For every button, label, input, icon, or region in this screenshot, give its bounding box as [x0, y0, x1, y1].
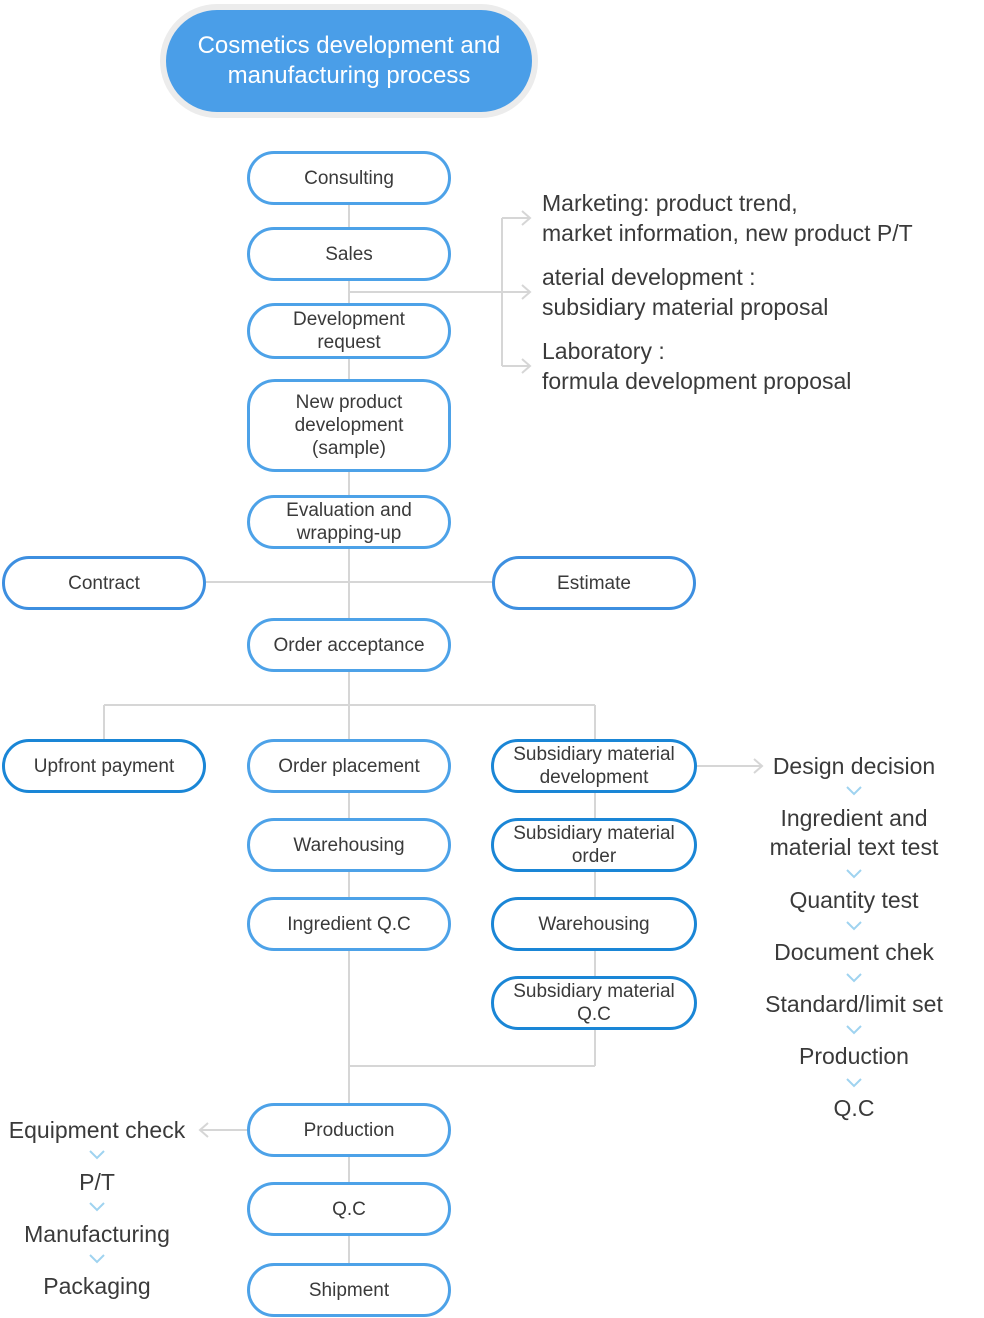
- step-warehousing: Warehousing: [247, 818, 451, 872]
- step-order-placement: Order placement: [247, 739, 451, 793]
- design-step-quantity-test: Quantity test: [789, 887, 919, 913]
- production-step-packaging: Packaging: [43, 1273, 151, 1299]
- note-laboratory-line1: Laboratory :: [542, 338, 665, 364]
- step-estimate: Estimate: [492, 556, 696, 610]
- step-evaluation: Evaluation and wrapping-up: [247, 495, 451, 549]
- note-marketing: Marketing: product trend, market informa…: [542, 188, 913, 248]
- step-production: Production: [247, 1103, 451, 1157]
- step-subsidiary-qc: Subsidiary material Q.C: [491, 976, 697, 1030]
- note-laboratory: Laboratory : formula development proposa…: [542, 336, 851, 396]
- step-subsidiary-order: Subsidiary material order: [491, 818, 697, 872]
- design-step-decision: Design decision: [772, 753, 936, 779]
- design-step-ingredient-test: Ingredient and material text test: [769, 805, 939, 860]
- step-upfront-payment: Upfront payment: [2, 739, 206, 793]
- design-step-production: Production: [799, 1043, 909, 1069]
- chevron-down-icon: [846, 921, 862, 931]
- production-step-pt: P/T: [79, 1169, 115, 1195]
- page-title: Cosmetics development and manufacturing …: [166, 10, 532, 112]
- note-material-line1: aterial development :: [542, 264, 756, 290]
- note-material-development: aterial development : subsidiary materia…: [542, 262, 828, 322]
- note-material-line2: subsidiary material proposal: [542, 294, 829, 320]
- chevron-down-icon: [846, 1078, 862, 1088]
- design-step-document-check: Document chek: [774, 939, 934, 965]
- note-marketing-line2: market information, new product P/T: [542, 220, 913, 246]
- step-ingredient-qc: Ingredient Q.C: [247, 897, 451, 951]
- note-marketing-line1: Marketing: product trend,: [542, 190, 798, 216]
- step-order-acceptance: Order acceptance: [247, 618, 451, 672]
- chevron-down-icon: [846, 1025, 862, 1035]
- design-step-qc: Q.C: [833, 1095, 875, 1121]
- design-step-standard-limit: Standard/limit set: [765, 991, 943, 1017]
- production-step-manufacturing: Manufacturing: [24, 1221, 170, 1247]
- step-contract: Contract: [2, 556, 206, 610]
- chevron-down-icon: [846, 973, 862, 983]
- step-development-request: Development request: [247, 303, 451, 359]
- step-sales: Sales: [247, 227, 451, 281]
- chevron-down-icon: [89, 1254, 105, 1264]
- step-shipment: Shipment: [247, 1263, 451, 1317]
- step-consulting: Consulting: [247, 151, 451, 205]
- production-step-equipment-check: Equipment check: [8, 1117, 186, 1143]
- chevron-down-icon: [846, 869, 862, 879]
- step-subsidiary-development: Subsidiary material development: [491, 739, 697, 793]
- step-new-product-development: New product development (sample): [247, 379, 451, 472]
- step-subsidiary-warehousing: Warehousing: [491, 897, 697, 951]
- note-laboratory-line2: formula development proposal: [542, 368, 852, 394]
- step-qc: Q.C: [247, 1182, 451, 1236]
- chevron-down-icon: [89, 1202, 105, 1212]
- chevron-down-icon: [89, 1150, 105, 1160]
- chevron-down-icon: [846, 786, 862, 796]
